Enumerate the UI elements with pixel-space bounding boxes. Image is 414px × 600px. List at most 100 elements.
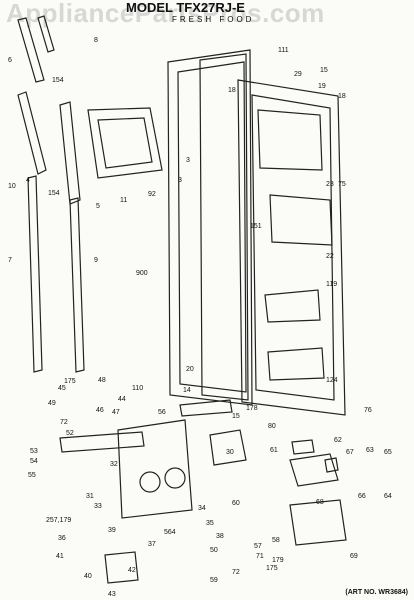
callout-50: 50: [210, 547, 218, 554]
callout-47: 47: [112, 409, 120, 416]
callout-44: 44: [118, 396, 126, 403]
trim-strip-3: [59, 101, 81, 205]
callout-60: 60: [232, 500, 240, 507]
trim-strip-7: [27, 175, 43, 373]
callout-14: 14: [183, 387, 191, 394]
callout-35: 35: [206, 520, 214, 527]
callout-65: 65: [384, 449, 392, 456]
callout-41: 41: [56, 553, 64, 560]
callout-5: 5: [96, 203, 100, 210]
callout-46: 46: [96, 407, 104, 414]
callout-37: 37: [148, 541, 156, 548]
ice-dispenser-housing: [117, 419, 193, 519]
trim-strip-9: [69, 197, 85, 373]
callout-110: 110: [132, 385, 143, 392]
callout-55: 55: [28, 472, 36, 479]
callout-68: 68: [316, 499, 324, 506]
callout-29: 29: [294, 71, 302, 78]
callout-900: 900: [136, 270, 148, 277]
part-63: [324, 457, 339, 473]
callout-178: 178: [246, 405, 258, 412]
callout-62: 62: [334, 437, 342, 444]
callout-257-179: 257,179: [46, 517, 71, 524]
part-61: [291, 439, 315, 455]
callout-71: 71: [256, 553, 264, 560]
callout-3b: 3: [178, 177, 182, 184]
callout-154b: 154: [48, 190, 60, 197]
callout-564: 564: [164, 529, 176, 536]
callout-66: 66: [358, 493, 366, 500]
callout-76: 76: [364, 407, 372, 414]
callout-39-top: 39: [108, 527, 116, 534]
callout-23: 23: [326, 181, 334, 188]
section-subtitle: FRESH FOOD: [172, 15, 255, 24]
callout-175: 175: [64, 378, 76, 385]
callout-34: 34: [198, 505, 206, 512]
callout-6: 6: [8, 57, 12, 64]
trim-bar-53: [59, 431, 145, 453]
callout-80: 80: [268, 423, 276, 430]
callout-9: 9: [94, 257, 98, 264]
callout-54: 54: [30, 458, 38, 465]
callout-151: 151: [250, 223, 262, 230]
callout-175b: 175: [266, 565, 278, 572]
dispenser-cover: [269, 194, 333, 246]
callout-154a: 154: [52, 77, 64, 84]
bracket-60: [209, 429, 247, 466]
hinge-bar-15: [179, 399, 233, 417]
solenoid-43: [104, 551, 139, 584]
door-panel: [237, 79, 346, 416]
callout-72: 72: [60, 419, 68, 426]
callout-72b: 72: [232, 569, 240, 576]
callout-32: 32: [110, 461, 118, 468]
trim-strip-6: [17, 17, 45, 83]
callout-30: 30: [226, 449, 234, 456]
callout-59: 59: [210, 577, 218, 584]
top-bin: [257, 109, 323, 171]
auger-motor-69: [289, 499, 347, 546]
callout-48: 48: [98, 377, 106, 384]
callout-111: 111: [278, 47, 289, 54]
dispenser-frame: [87, 107, 163, 179]
callout-63: 63: [366, 447, 374, 454]
callout-92: 92: [148, 191, 156, 198]
callout-56: 56: [158, 409, 166, 416]
door-liner: [167, 49, 253, 406]
model-title: MODEL TFX27RJ-E: [126, 0, 245, 15]
callout-61: 61: [270, 447, 278, 454]
door-shelf-119: [264, 289, 321, 323]
callout-18a: 18: [228, 87, 236, 94]
callout-49: 49: [48, 400, 56, 407]
callout-67: 67: [346, 449, 354, 456]
callout-15b: 15: [232, 413, 240, 420]
motor-assembly: [289, 453, 339, 487]
callout-38: 38: [216, 533, 224, 540]
callout-19: 19: [318, 83, 326, 90]
callout-11: 11: [120, 197, 127, 204]
callout-15: 15: [320, 67, 328, 74]
callout-45: 45: [58, 385, 66, 392]
callout-3: 3: [186, 157, 190, 164]
callout-4: 4: [26, 177, 30, 184]
callout-7: 7: [8, 257, 12, 264]
callout-22: 22: [326, 253, 334, 260]
callout-10: 10: [8, 183, 16, 190]
callout-18b: 18: [338, 93, 346, 100]
trim-strip-5: [17, 91, 47, 175]
callout-52: 52: [66, 430, 74, 437]
callout-33: 33: [94, 503, 102, 510]
callout-124: 124: [326, 377, 338, 384]
callout-58: 58: [272, 537, 280, 544]
callout-31: 31: [86, 493, 94, 500]
callout-40: 40: [84, 573, 92, 580]
art-number: (ART NO. WR3684): [345, 589, 408, 596]
callout-53: 53: [30, 448, 38, 455]
callout-69: 69: [350, 553, 358, 560]
callout-179: 179: [272, 557, 284, 564]
callout-42: 42: [128, 567, 136, 574]
callout-43: 43: [108, 591, 116, 598]
callout-64: 64: [384, 493, 392, 500]
door-shelf-124: [267, 347, 325, 381]
